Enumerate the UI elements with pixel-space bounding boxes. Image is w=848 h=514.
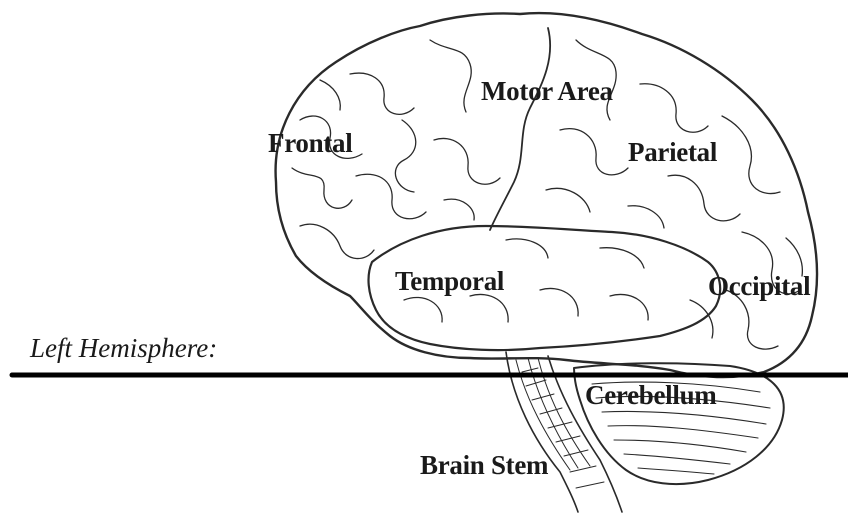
label-brain-stem: Brain Stem — [420, 452, 548, 479]
label-parietal: Parietal — [628, 139, 717, 166]
caption-left-hemisphere: Left Hemisphere: — [30, 335, 217, 362]
label-temporal: Temporal — [395, 268, 504, 295]
cerebrum-drawing — [276, 13, 817, 377]
label-frontal: Frontal — [268, 130, 352, 157]
label-cerebellum: Cerebellum — [585, 382, 716, 409]
label-occipital: Occipital — [708, 273, 810, 300]
label-motor-area: Motor Area — [481, 78, 613, 105]
